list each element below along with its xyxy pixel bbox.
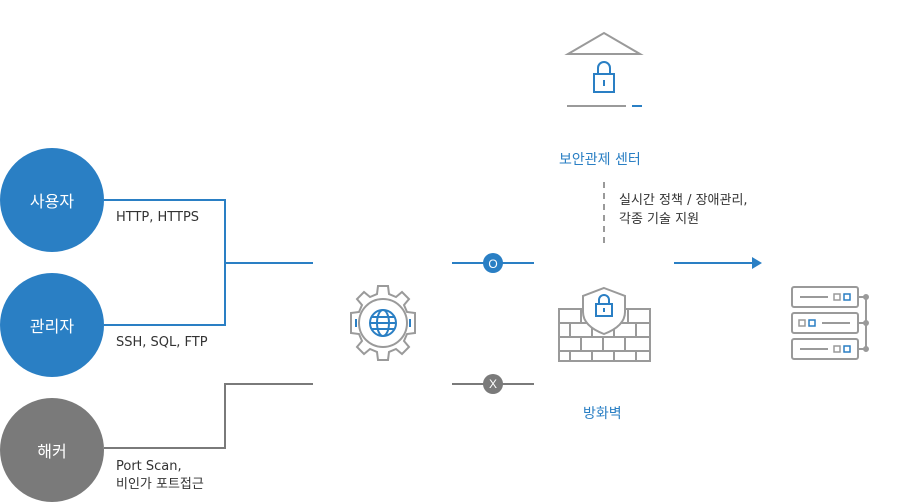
hacker-protocol-line2: 비인가 포트접근 bbox=[116, 477, 204, 492]
arrow-head-icon bbox=[752, 257, 762, 269]
admin-protocol-label: SSH, SQL, FTP bbox=[116, 335, 208, 350]
actor-hacker[interactable]: 해커 bbox=[0, 398, 104, 502]
locked-house-icon bbox=[564, 31, 644, 107]
allow-mark: O bbox=[488, 257, 497, 271]
actor-admin[interactable]: 관리자 bbox=[0, 273, 104, 377]
block-marker bbox=[483, 374, 503, 394]
user-protocol-label: HTTP, HTTPS bbox=[116, 210, 200, 225]
gear-globe-icon bbox=[350, 285, 416, 361]
actor-user-label: 사용자 bbox=[29, 192, 75, 211]
hacker-protocol-line1: Port Scan, bbox=[116, 459, 182, 474]
actor-admin-label: 관리자 bbox=[29, 317, 75, 336]
actor-user[interactable]: 사용자 bbox=[0, 148, 104, 252]
security-center-title: 보안관제 센터 bbox=[559, 152, 641, 168]
security-center-desc-line2: 각종 기술 지원 bbox=[619, 212, 700, 227]
server-rack-icon bbox=[791, 286, 869, 360]
security-center-desc-line1: 실시간 정책 / 장애관리, bbox=[619, 193, 748, 208]
allow-marker bbox=[483, 253, 503, 273]
firewall-title: 방화벽 bbox=[583, 406, 622, 422]
brick-wall-shield-icon bbox=[558, 286, 651, 362]
hacker-connector bbox=[104, 383, 313, 449]
block-mark: X bbox=[489, 377, 497, 391]
user-admin-connector bbox=[104, 199, 313, 326]
actor-hacker-label: 해커 bbox=[37, 442, 67, 461]
